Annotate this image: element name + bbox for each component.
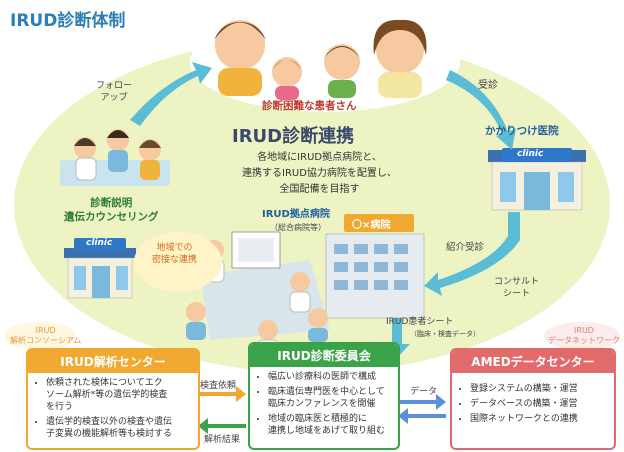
network-tag-bubble [544, 322, 620, 350]
patient-family-illustration [214, 19, 427, 100]
data-label: データ [410, 387, 438, 397]
patient-sheet-sublabel: （臨床・検査データ） [410, 330, 480, 338]
clinic-sign-right: clinic [517, 149, 544, 159]
analysis-center-header: IRUD解析センター [28, 350, 198, 373]
list-item: 依頼された検体についてエク ソーム解析*等の遺伝学的検査 を行う [46, 377, 192, 413]
analysis-center-box: IRUD解析センター 依頼された検体についてエク ソーム解析*等の遺伝学的検査 … [26, 348, 200, 450]
diagnosis-committee-list: 幅広い診療科の医師で構成 臨床遺伝専門医を中心として 臨床カンファレンスを開催 … [250, 371, 398, 437]
center-description: 各地域にIRUD拠点病院と、 連携するIRUD協力病院を配置し、 全国配備を目指… [242, 152, 397, 195]
counseling-illustration [60, 129, 170, 186]
visit-label: 受診 [478, 80, 498, 91]
test-result-label: 解析結果 [204, 435, 241, 445]
regional-cooperation-glow [134, 232, 222, 292]
follow-up-label: フォロー アップ [96, 81, 133, 103]
clinic-sign-left: clinic [86, 238, 113, 248]
amed-data-center-header: AMEDデータセンター [452, 350, 614, 373]
amed-data-center-box: AMEDデータセンター 登録システムの構築・運営 データベースの構築・運営 国際… [450, 348, 616, 450]
referral-arrow [424, 212, 520, 296]
regional-cooperation-label: 地域での 密接な連携 [152, 243, 198, 265]
flow-arrows [130, 62, 520, 358]
center-title: IRUD診断連携 [232, 126, 355, 147]
test-request-label: 検査依頼 [200, 381, 237, 391]
network-tag: IRUD データネットワーク [548, 326, 620, 345]
referral-label: 紹介受診 [446, 242, 485, 253]
list-item: 臨床遺伝専門医を中心として 臨床カンファレンスを開催 [268, 386, 392, 410]
counseling-label: 診断説明 遺伝カウンセリング [64, 197, 159, 223]
diagnosis-committee-header: IRUD診断委員会 [250, 344, 398, 367]
visit-arrow [446, 70, 516, 150]
hub-hospital-illustration [325, 214, 425, 319]
follow-up-arrow [130, 62, 212, 126]
hub-hospital-sublabel: （総合病院等） [270, 223, 326, 232]
diagnosis-committee-box: IRUD診断委員会 幅広い診療科の医師で構成 臨床遺伝専門医を中心として 臨床カ… [248, 342, 400, 450]
amed-data-center-list: 登録システムの構築・運営 データベースの構築・運営 国際ネットワークとの連携 [452, 383, 614, 425]
patient-sheet-label: IRUD患者シート [386, 317, 454, 327]
consortium-tag: IRUD 解析コンソーシアム [10, 326, 82, 345]
family-doctor-label: かかりつけ医院 [485, 125, 559, 137]
local-clinic-illustration [64, 238, 136, 299]
analysis-center-list: 依頼された検体についてエク ソーム解析*等の遺伝学的検査 を行う 遺伝学的検査以… [28, 377, 198, 440]
list-item: データベースの構築・運営 [470, 398, 608, 410]
consortium-tag-bubble [4, 322, 76, 350]
box-arrows [198, 386, 446, 434]
list-item: 遺伝学的検査以外の検査や遺伝 子変異の機能解析等も検討する [46, 416, 192, 440]
consult-sheet-label: コンサルト シート [494, 277, 540, 299]
hospital-sign: 〇×病院 [352, 220, 391, 231]
list-item: 国際ネットワークとの連携 [470, 413, 608, 425]
list-item: 登録システムの構築・運営 [470, 383, 608, 395]
list-item: 地域の臨床医と積極的に 連携し地域をあげて取り組む [268, 413, 392, 437]
hub-hospital-label: IRUD拠点病院 [262, 209, 330, 220]
diagram-title: IRUD診断体制 [10, 11, 126, 31]
list-item: 幅広い診療科の医師で構成 [268, 371, 392, 383]
patients-label: 診断困難な患者さん [262, 100, 357, 112]
family-clinic-illustration [488, 148, 586, 211]
